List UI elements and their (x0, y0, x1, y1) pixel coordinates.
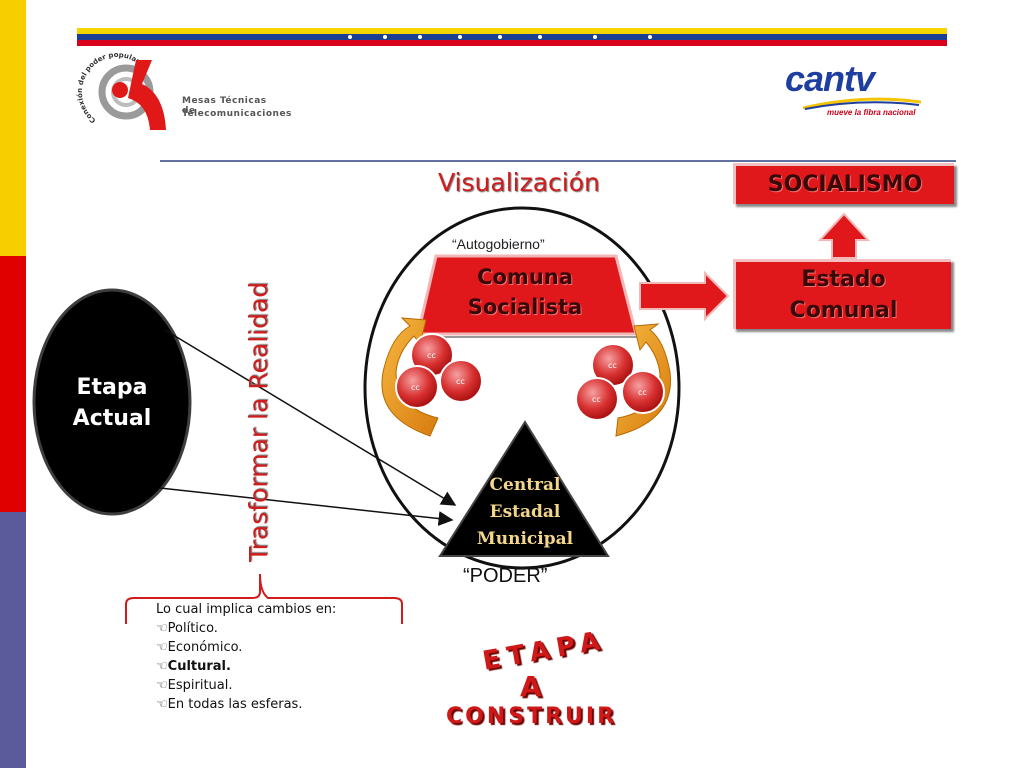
cantv-brand: cantv (785, 58, 875, 99)
hand-pointer-icon: ☜ (156, 697, 168, 712)
left-stripe-red (0, 256, 26, 512)
central-line2: Estadal (489, 502, 561, 522)
connector-line-bottom (159, 487, 454, 526)
comuna-line1: Comuna (477, 265, 573, 289)
cambios-list: Lo cual implica cambios en: ☜Político. ☜… (156, 600, 416, 714)
etapa-actual-line1: Etapa (76, 375, 148, 400)
etapa-a-construir-wordart: ETAPA A CONSTRUIR (440, 625, 630, 740)
etapa-actual-text: Etapa Actual (52, 372, 172, 434)
socialismo-box: SOCIALISMO (733, 163, 954, 204)
construir-line2: A (520, 670, 542, 703)
hand-pointer-icon: ☜ (156, 659, 168, 674)
logo-caption-line2: Telecomunicaciones (182, 109, 292, 119)
hand-pointer-icon: ☜ (156, 621, 168, 636)
cc-label: cc (638, 388, 647, 397)
cc-label: cc (456, 377, 465, 386)
arrow-estado-to-socialismo (817, 212, 871, 259)
comuna-line2: Socialista (467, 295, 583, 319)
construir-line3: CONSTRUIR (446, 704, 618, 729)
connector-line-top (164, 329, 457, 506)
central-oval (363, 206, 681, 570)
left-stripe-blue (0, 512, 26, 768)
estado-comunal-box: Estado Comunal (733, 259, 951, 329)
cc-label: cc (427, 351, 436, 360)
cc-group-left (395, 333, 483, 409)
central-line3: Municipal (476, 529, 574, 549)
estado-line1: Estado (801, 267, 886, 292)
flag-band (77, 28, 947, 46)
comuna-socialista-text: Comuna Socialista (440, 262, 610, 328)
construir-line1: ETAPA (480, 625, 610, 677)
curly-brace (125, 573, 403, 624)
socialismo-label: SOCIALISMO (767, 172, 923, 197)
mesas-tecnicas-logo: Conexión del poder popular Mesas Técnica… (76, 50, 291, 140)
header-divider (160, 160, 956, 162)
etapa-actual-ellipse (32, 288, 192, 516)
cantv-slogan: mueve la fibra nacional (827, 108, 916, 117)
poder-label: “PODER” (463, 565, 548, 587)
mesas-tecnicas-emblem-icon: Conexión del poder popular (76, 51, 166, 130)
autogobierno-label: “Autogobierno” (452, 236, 545, 252)
cambios-intro: Lo cual implica cambios en: (156, 602, 337, 617)
arrow-comuna-to-estado (639, 270, 730, 322)
cambios-item: ☜En todas las esferas. (156, 697, 303, 712)
cc-label: cc (411, 383, 420, 392)
central-estadal-municipal-text: Central Estadal Municipal (455, 472, 595, 553)
etapa-actual-line2: Actual (72, 406, 152, 431)
estado-line2: Comunal (789, 298, 898, 323)
logo-caption-line1: Mesas Técnicas de (182, 96, 267, 116)
cambios-item: ☜Espiritual. (156, 678, 233, 693)
vertical-label: Trasformar la Realidad (244, 282, 273, 563)
cc-label: cc (608, 361, 617, 370)
hand-pointer-icon: ☜ (156, 640, 168, 655)
visualizacion-heading: Visualización (438, 168, 600, 197)
cambios-item: ☜Cultural. (156, 659, 231, 674)
central-estadal-municipal-triangle (438, 420, 610, 557)
cambios-item: ☜Político. (156, 621, 218, 636)
cantv-logo: cantv mueve la fibra nacional (785, 58, 925, 124)
left-stripe-yellow (0, 0, 26, 256)
flag-stars (348, 35, 652, 39)
cantv-swoosh-icon (803, 97, 921, 110)
hand-pointer-icon: ☜ (156, 678, 168, 693)
central-line1: Central (489, 475, 561, 495)
cc-group-right (575, 343, 665, 421)
cc-label: cc (592, 395, 601, 404)
cambios-item: ☜Económico. (156, 640, 243, 655)
